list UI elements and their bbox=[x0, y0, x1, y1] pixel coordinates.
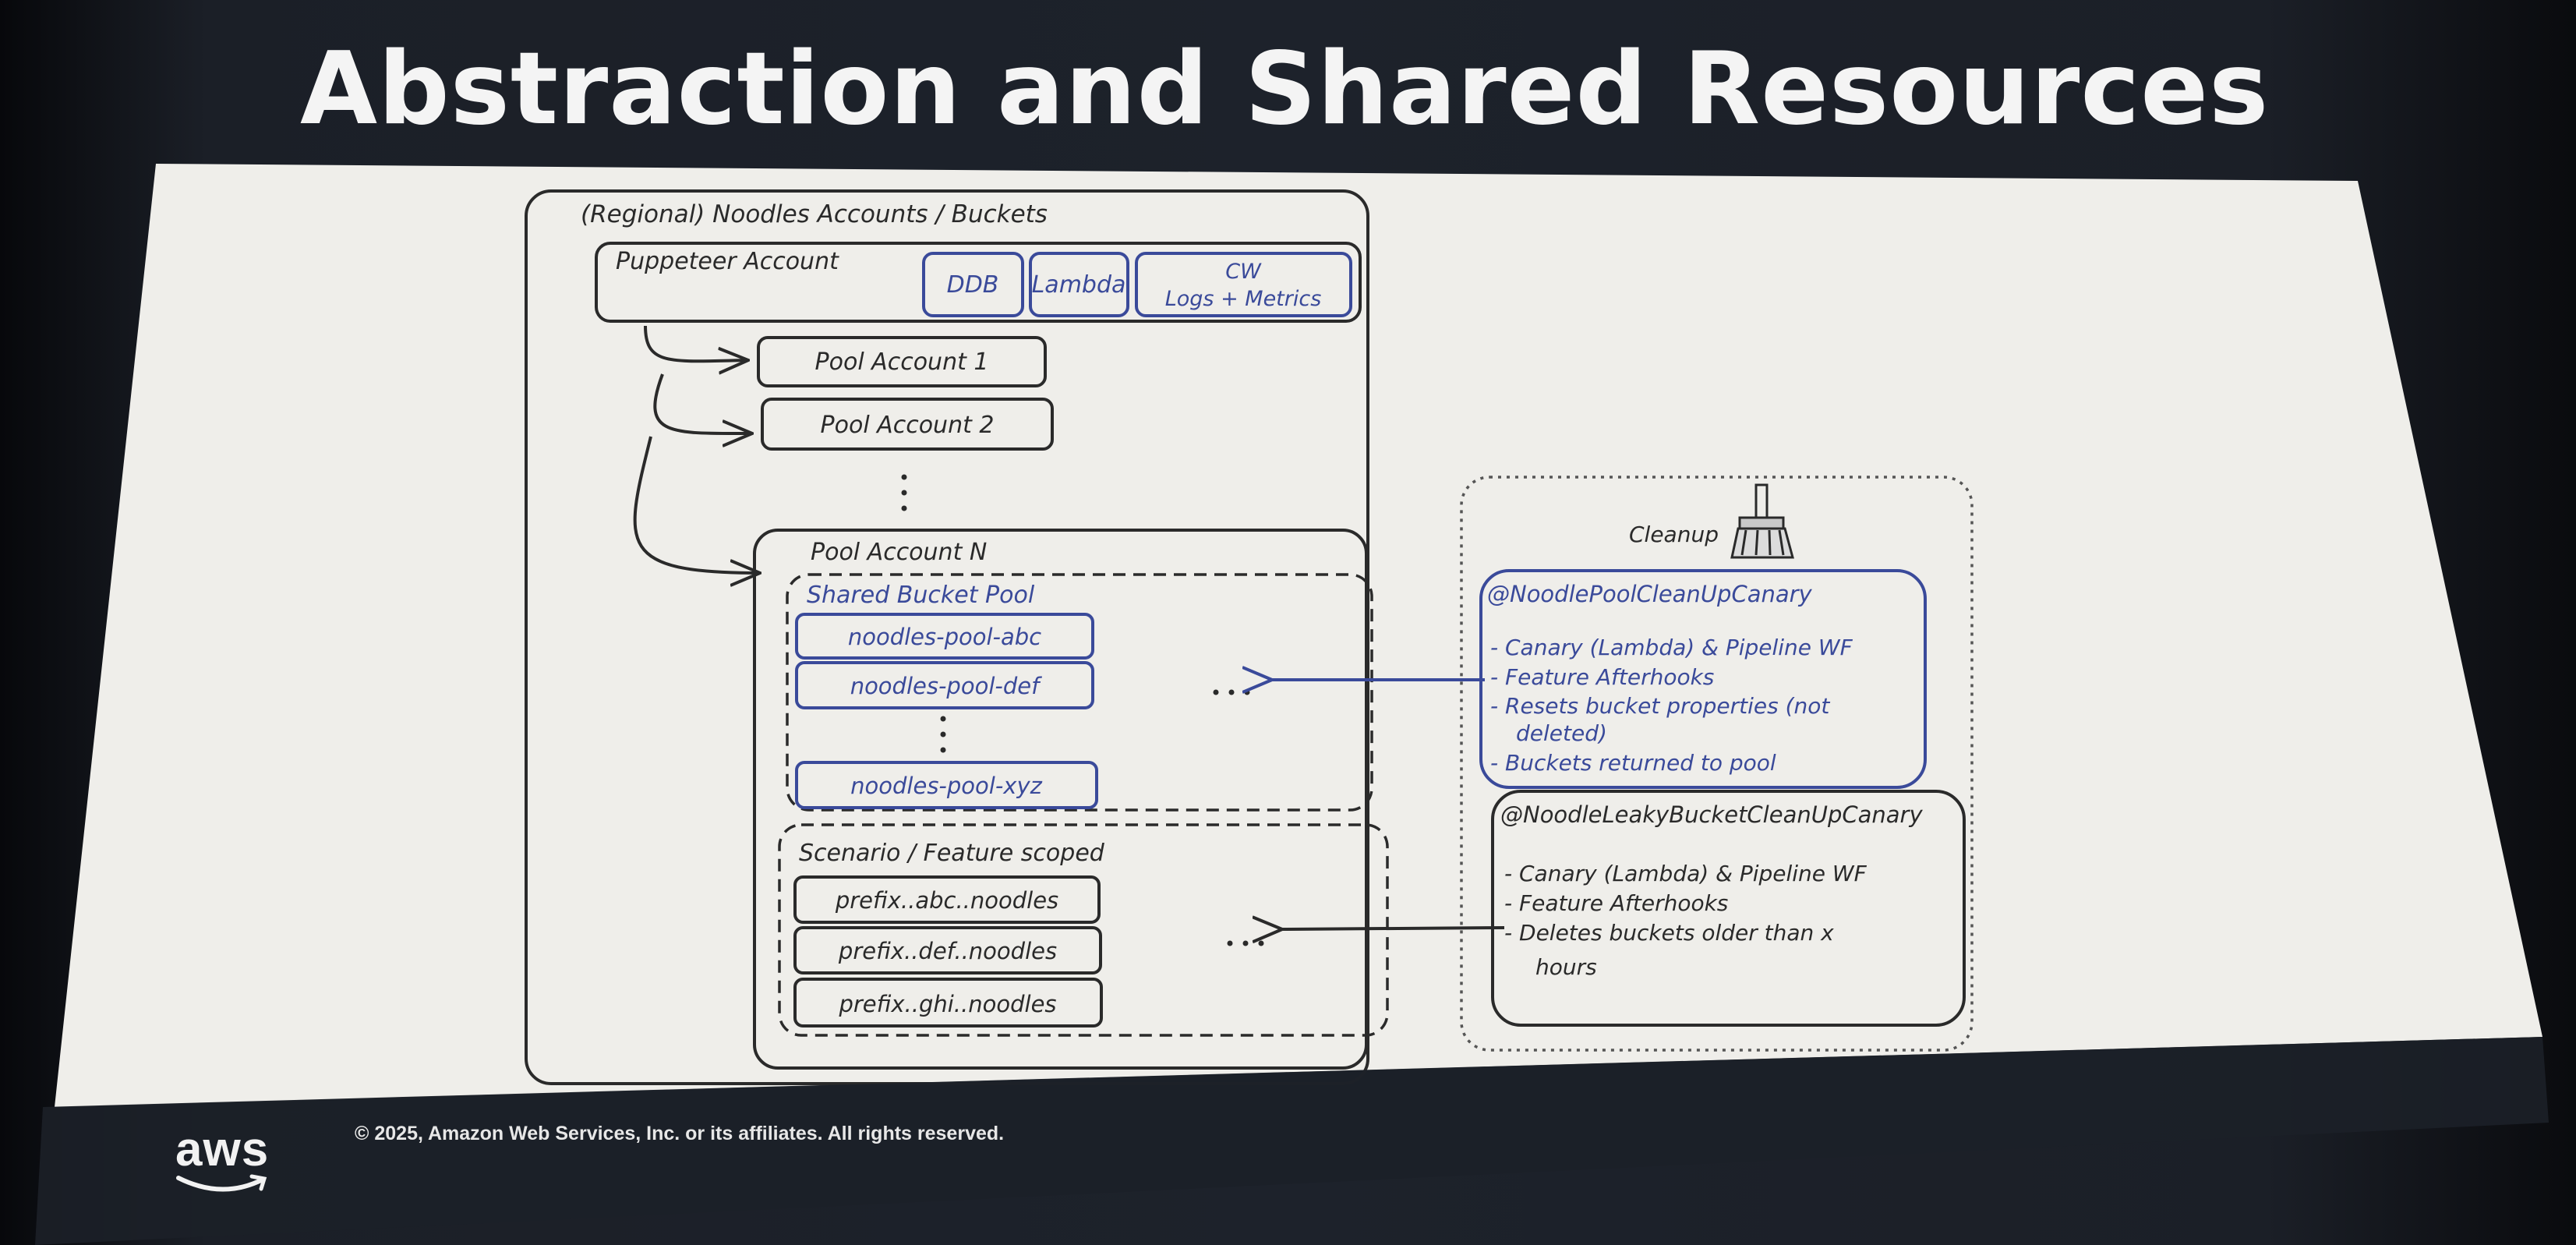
ddb-box bbox=[922, 252, 1024, 317]
bucket-box bbox=[795, 661, 1094, 709]
arrow-to-pool-2 bbox=[653, 373, 752, 433]
scenario-bucket-box bbox=[793, 926, 1102, 974]
pool-account-n-box bbox=[753, 529, 1368, 1070]
aws-logo: aws bbox=[175, 1123, 270, 1201]
scenario-bucket-label: prefix..def..noodles bbox=[838, 938, 1057, 964]
bucket-label: noodles-pool-def bbox=[850, 673, 1042, 699]
bucket-box bbox=[795, 761, 1098, 809]
lambda-box bbox=[1029, 252, 1129, 317]
pool-account-2-box bbox=[761, 398, 1054, 451]
aws-logo-text: aws bbox=[175, 1123, 270, 1176]
scenario-bucket-box bbox=[793, 978, 1103, 1027]
arrow-to-pool-n bbox=[633, 436, 760, 573]
leaky-cleanup-canary-line: - Feature Afterhooks bbox=[1504, 890, 1728, 916]
scenario-bucket-label: prefix..abc..noodles bbox=[835, 887, 1058, 914]
diagram-paper bbox=[55, 164, 2542, 1107]
copyright-notice: © 2025, Amazon Web Services, Inc. or its… bbox=[355, 1123, 1005, 1144]
cloudwatch-label: CW bbox=[1225, 260, 1262, 284]
footer-bar bbox=[35, 1037, 2549, 1245]
scenario-scoped-box bbox=[778, 823, 1389, 1037]
bucket-box bbox=[795, 613, 1094, 660]
shared-bucket-pool-box bbox=[786, 573, 1373, 812]
bucket-label: noodles-pool-abc bbox=[848, 624, 1041, 650]
leaky-cleanup-canary-line: hours bbox=[1535, 954, 1597, 980]
cloudwatch-sublabel: Logs + Metrics bbox=[1165, 287, 1322, 311]
leaky-cleanup-canary-title: @NoodleLeakyBucketCleanUpCanary bbox=[1500, 801, 1923, 828]
lambda-label: Lambda bbox=[1032, 271, 1126, 299]
pool-cleanup-canary-line: - Resets bucket properties (not bbox=[1490, 693, 1830, 719]
arrow-to-pool-1 bbox=[644, 325, 748, 361]
leaky-cleanup-canary-line: - Deletes buckets older than x bbox=[1504, 920, 1834, 946]
more-buckets-ellipsis bbox=[940, 716, 946, 753]
pool-cleanup-canary-title: @NoodlePoolCleanUpCanary bbox=[1487, 581, 1813, 607]
cleanup-box bbox=[1460, 476, 1974, 1052]
scenario-bucket-label: prefix..ghi..noodles bbox=[838, 991, 1056, 1017]
ddb-label: DDB bbox=[947, 271, 999, 299]
leaky-cleanup-canary-box bbox=[1491, 790, 1966, 1027]
more-pool-accounts-ellipsis bbox=[901, 474, 907, 511]
leaky-cleanup-canary-line: - Canary (Lambda) & Pipeline WF bbox=[1504, 861, 1868, 886]
puppeteer-account-label: Puppeteer Account bbox=[616, 248, 839, 275]
pool-account-2-label: Pool Account 2 bbox=[821, 412, 995, 439]
leaky-cleanup-arrow bbox=[1282, 928, 1505, 929]
pool-account-1-box bbox=[757, 336, 1047, 387]
pool-cleanup-canary-line: - Canary (Lambda) & Pipeline WF bbox=[1490, 635, 1853, 660]
shared-bucket-pool-label: Shared Bucket Pool bbox=[807, 582, 1035, 609]
scenario-bucket-box bbox=[793, 875, 1101, 924]
pool-account-n-label: Pool Account N bbox=[811, 539, 987, 566]
regional-accounts-label: (Regional) Noodles Accounts / Buckets bbox=[581, 200, 1048, 228]
slide-title: Abstraction and Shared Resources bbox=[300, 31, 2270, 147]
scenario-scoped-label: Scenario / Feature scoped bbox=[799, 840, 1105, 867]
aws-smile-icon bbox=[176, 1174, 267, 1192]
puppeteer-account-box bbox=[595, 242, 1362, 323]
pool-cleanup-canary-line: deleted) bbox=[1516, 720, 1607, 746]
pool-cleanup-canary-line: - Feature Afterhooks bbox=[1490, 664, 1714, 690]
cleanup-label: Cleanup bbox=[1629, 522, 1719, 547]
bucket-label: noodles-pool-xyz bbox=[850, 773, 1042, 799]
pool-cleanup-canary-line: - Buckets returned to pool bbox=[1490, 750, 1776, 776]
broom-icon bbox=[1730, 483, 1794, 559]
pool-account-1-label: Pool Account 1 bbox=[815, 348, 989, 376]
cloudwatch-box bbox=[1135, 252, 1352, 317]
